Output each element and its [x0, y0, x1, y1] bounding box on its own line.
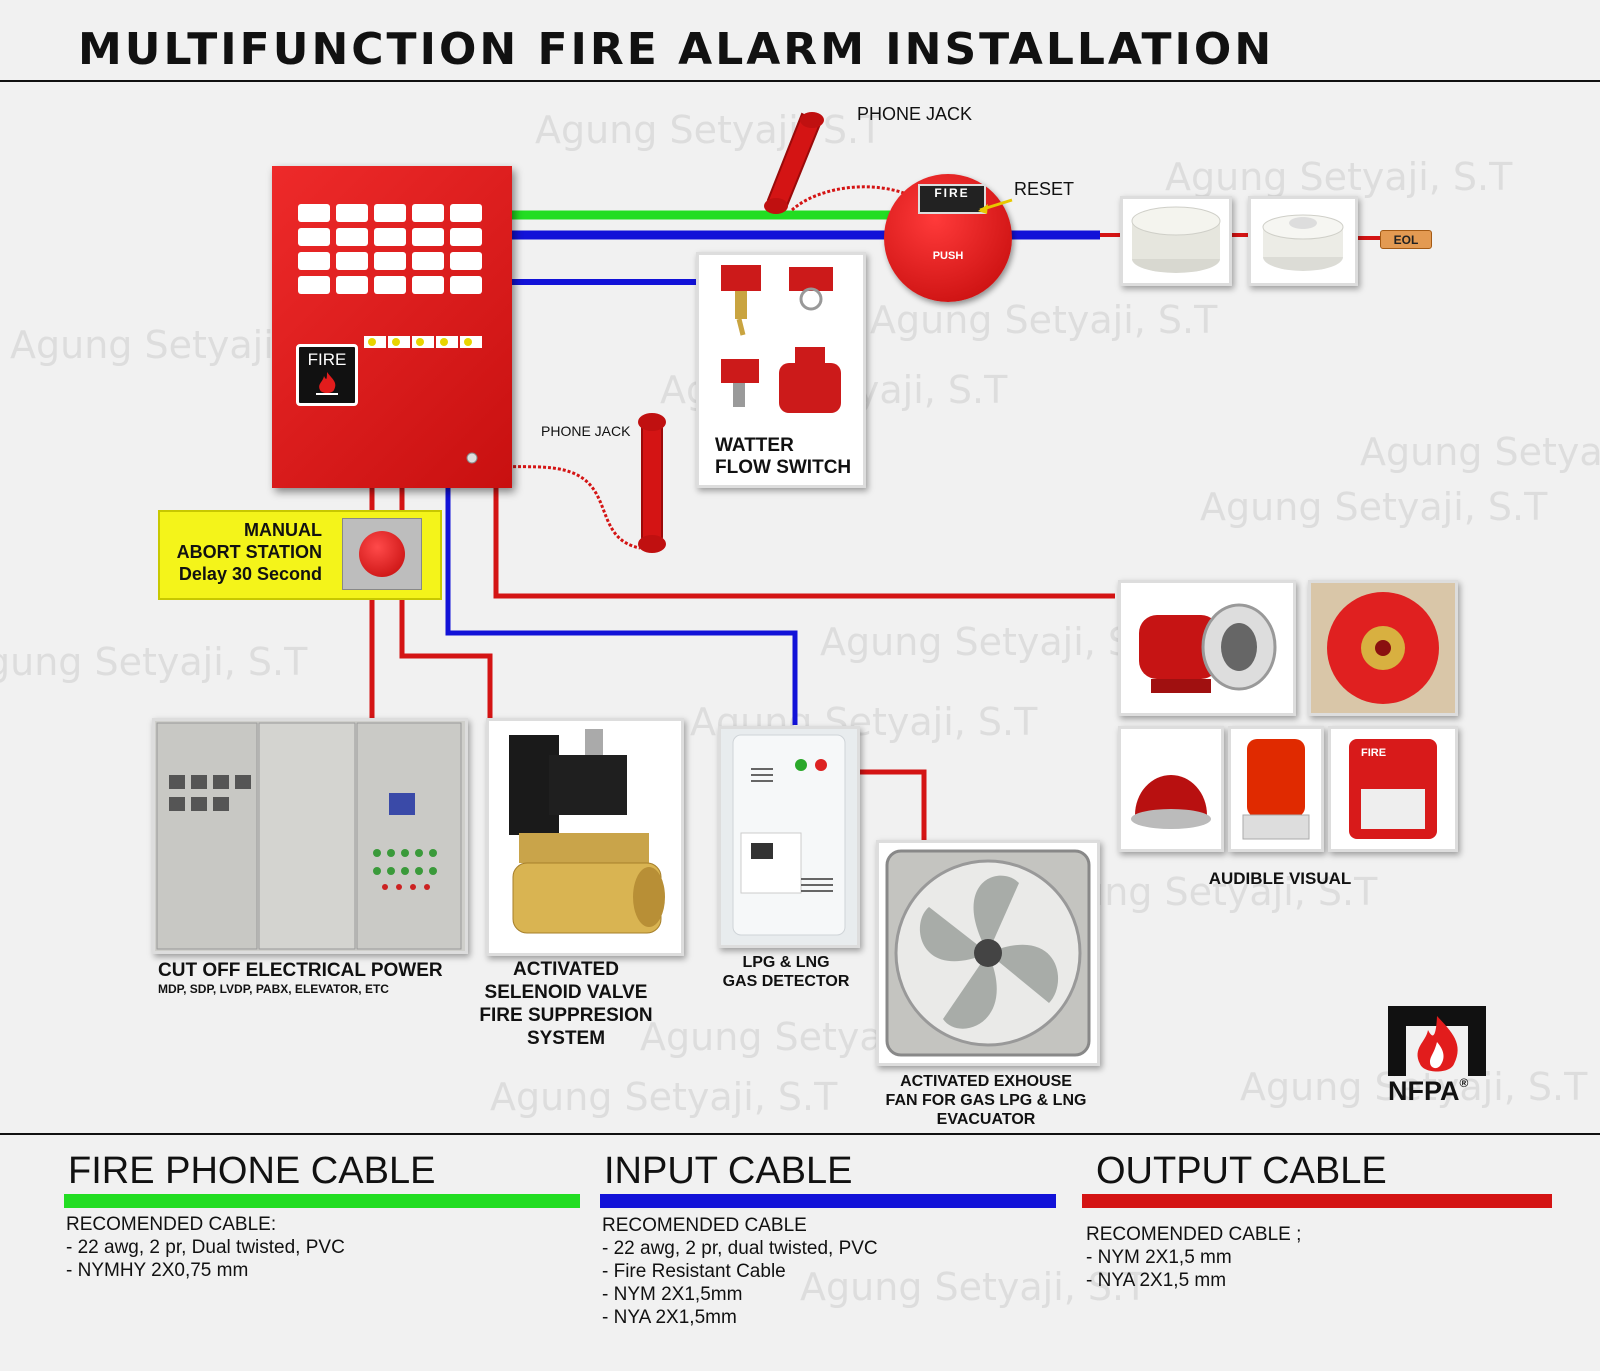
nfpa-registered: ® [1459, 1076, 1469, 1090]
electrical-panel-icon [156, 722, 462, 950]
heat-detector-card [1120, 196, 1232, 286]
abort-label-line1: MANUAL [244, 520, 322, 540]
mcp-fire-window: FIRE [918, 184, 986, 214]
gas-detector-label-line2: GAS DETECTOR [722, 973, 850, 990]
legend-phone-line: - NYMHY 2X0,75 mm [66, 1260, 249, 1281]
gas-detector-card [718, 726, 860, 948]
legend-phone-title: FIRE PHONE CABLE [68, 1150, 436, 1192]
legend-output-line: - NYM 2X1,5 mm [1086, 1247, 1232, 1268]
water-flow-label-line2: FLOW SWITCH [715, 457, 852, 478]
panel-fire-badge: FIRE [296, 344, 358, 406]
gas-detector-icon [732, 734, 846, 936]
legend-phone-bar [64, 1194, 580, 1208]
legend-input-title: INPUT CABLE [604, 1150, 853, 1192]
abort-label-line3: Delay 30 Second [178, 564, 322, 584]
heat-detector-icon [1131, 206, 1221, 273]
nfpa-text: NFPA® [1388, 1076, 1468, 1107]
output-cable [858, 769, 927, 840]
legend-input-line: - Fire Resistant Cable [602, 1261, 786, 1282]
legend-output-text: RECOMENDED CABLE ; - NYM 2X1,5 mm - NYA … [1086, 1223, 1301, 1292]
power-cutoff-sublabel: MDP, SDP, LVDP, PABX, ELEVATOR, ETC [158, 982, 389, 996]
legend-input-line: RECOMENDED CABLE [602, 1215, 807, 1236]
output-cable [493, 488, 1115, 599]
nfpa-wordmark: NFPA [1388, 1076, 1460, 1106]
smoke-detector-card [1248, 196, 1358, 286]
legend-phone-line: - 22 awg, 2 pr, Dual twisted, PVC [66, 1237, 345, 1258]
abort-button-housing [342, 518, 422, 590]
fan-label-line1: ACTIVATED EXHOUSE [900, 1073, 1072, 1090]
mcp-fire-text: FIRE [934, 186, 970, 200]
exhaust-fan-card [876, 840, 1100, 1066]
legend-input-text: RECOMENDED CABLE - 22 awg, 2 pr, dual tw… [602, 1214, 878, 1329]
fire-bell-card [1308, 580, 1458, 716]
solenoid-label-line1: ACTIVATED [513, 959, 619, 980]
legend-input-bar [600, 1194, 1056, 1208]
strobe-fire-text: FIRE [1361, 747, 1387, 759]
legend-output-line: - NYA 2X1,5 mm [1086, 1270, 1227, 1291]
abort-label-line2: ABORT STATION [176, 542, 322, 562]
electrical-panel-card [152, 718, 468, 954]
flame-icon [316, 372, 338, 395]
legend-input-line: - 22 awg, 2 pr, dual twisted, PVC [602, 1238, 878, 1259]
mcp-push-label: PUSH [932, 250, 964, 262]
motor-siren-card [1118, 580, 1296, 716]
rotary-lamp-icon [1242, 739, 1310, 840]
water-flow-switch-card: WATTER FLOW SWITCH [696, 252, 866, 488]
eol-resistor: EOL [1380, 230, 1432, 249]
fire-bell-icon [1327, 592, 1439, 704]
legend-output-line: RECOMENDED CABLE ; [1086, 1224, 1302, 1245]
smoke-detector-icon [1262, 214, 1344, 271]
legend-input-line: - NYA 2X1,5mm [602, 1307, 737, 1328]
audible-visual-label: AUDIBLE VISUAL [1208, 869, 1352, 888]
gas-detector-label-line1: LPG & LNG [742, 954, 830, 971]
motor-siren-icon [1139, 603, 1277, 693]
abort-button[interactable] [359, 531, 405, 577]
phone-cord [472, 463, 641, 550]
title-divider [0, 80, 1600, 82]
solenoid-valve-card [486, 718, 684, 956]
phone-jack-handset-bottom[interactable] [628, 410, 678, 560]
flow-switch-icon [721, 265, 841, 413]
legend-input-line: - NYM 2X1,5mm [602, 1284, 743, 1305]
solenoid-label-line2: SELENOID VALVE [484, 982, 648, 1003]
solenoid-label-line3: FIRE SUPPRESION [479, 1005, 653, 1026]
beacon-light-icon [1131, 775, 1211, 829]
fire-alarm-control-panel[interactable]: FIRE [272, 166, 512, 488]
phone-jack-label-top: PHONE JACK [857, 104, 973, 124]
legend-phone-line: RECOMENDED CABLE: [66, 1214, 277, 1235]
fan-label-line2: FAN FOR GAS LPG & LNG [885, 1092, 1087, 1109]
legend-divider [0, 1133, 1600, 1135]
beacon-light-card [1118, 726, 1224, 852]
rotary-lamp-card [1228, 726, 1324, 852]
nfpa-logo: NFPA® [1382, 996, 1492, 1106]
legend-phone-text: RECOMENDED CABLE: - 22 awg, 2 pr, Dual t… [66, 1213, 345, 1282]
manual-abort-station[interactable]: MANUAL ABORT STATION Delay 30 Second [158, 510, 442, 600]
water-flow-label-line1: WATTER [715, 435, 794, 456]
horn-strobe-icon [1349, 739, 1437, 839]
solenoid-label-line4: SYSTEM [526, 1028, 606, 1049]
horn-strobe-card: FIRE [1328, 726, 1458, 852]
eol-label: EOL [1393, 233, 1419, 247]
panel-fire-text: FIRE [307, 350, 347, 369]
power-cutoff-label: CUT OFF ELECTRICAL POWER [158, 960, 443, 981]
phone-jack-label-bottom: PHONE JACK [541, 423, 631, 439]
fan-label-line3: EVACUATOR [936, 1111, 1036, 1128]
page-title: MULTIFUNCTION FIRE ALARM INSTALLATION [78, 24, 1275, 75]
nfpa-flame-icon [1388, 1006, 1486, 1076]
manual-call-point[interactable]: FIRE PUSH [884, 174, 1012, 302]
reset-arrow-icon [978, 198, 1013, 214]
legend-output-title: OUTPUT CABLE [1096, 1150, 1387, 1192]
legend-output-bar [1082, 1194, 1552, 1208]
panel-zone-windows [298, 204, 482, 464]
input-cable [445, 488, 798, 725]
exhaust-fan-icon [885, 849, 1091, 1057]
reset-label: RESET [1014, 179, 1075, 199]
phone-jack-handset-top[interactable] [762, 108, 832, 228]
solenoid-valve-icon [509, 729, 665, 934]
